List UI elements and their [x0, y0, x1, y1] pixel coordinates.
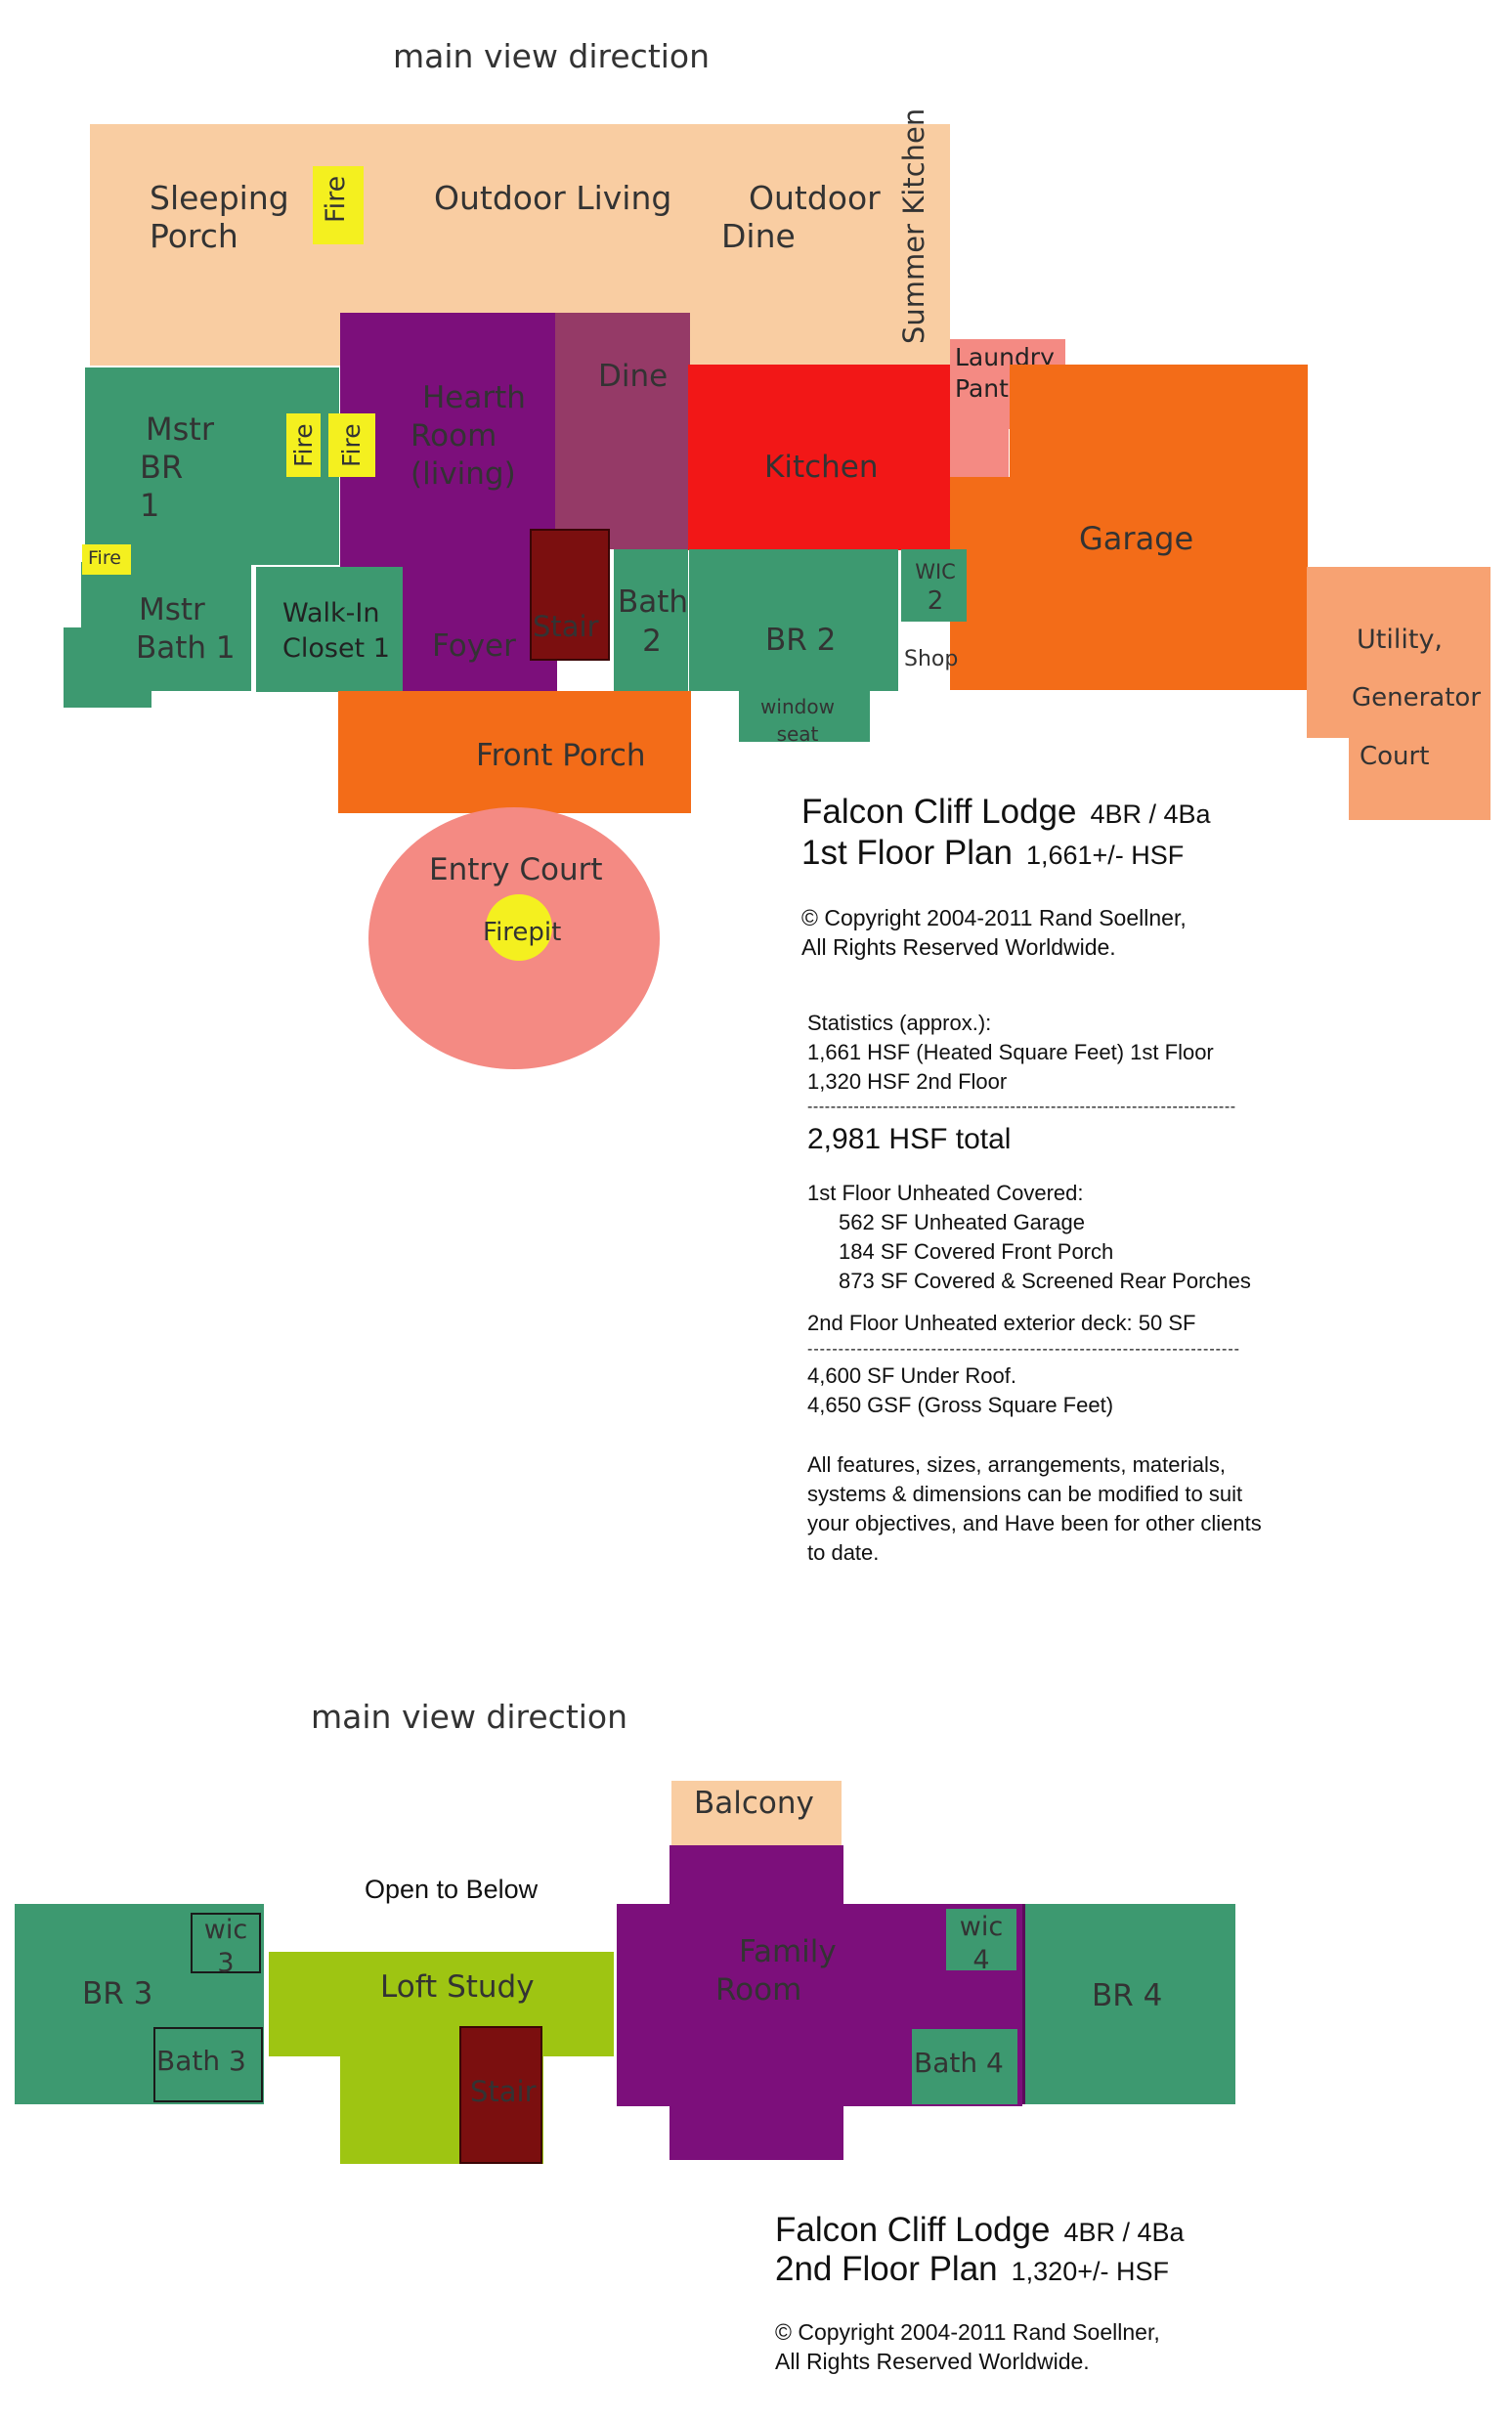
bedroom-4 [1022, 1904, 1235, 2104]
bath-3-label: Bath 3 [156, 2045, 246, 2077]
fireplace-br-2 [328, 413, 375, 477]
loft-study-label: Loft Study [380, 1969, 535, 2005]
family-room-upper [670, 1845, 843, 2160]
bedroom-3 [15, 1904, 264, 2104]
fire-porch-label: Fire [321, 175, 351, 223]
floor1-copyright: © Copyright 2004-2011 Rand Soellner,All … [801, 905, 1187, 960]
entry-court-label: Entry Court [429, 852, 603, 887]
stair-2-label: Stair [470, 2075, 537, 2108]
window-seat [739, 691, 870, 742]
foyer-label: Foyer [432, 628, 516, 664]
view-direction-label-2: main view direction [311, 1698, 628, 1736]
walk-in-closet [256, 567, 403, 692]
master-bath-ext [64, 627, 151, 708]
view-direction-label-1: main view direction [393, 37, 711, 75]
laundry-pantry-lower [950, 420, 1009, 477]
utility-court-lower [1349, 738, 1490, 820]
fireplace-br-1 [286, 413, 321, 477]
utility-label: Utility, Generator Court [1352, 625, 1482, 771]
wic-3 [191, 1913, 261, 1973]
stair [530, 529, 610, 661]
summer-kitchen-label: Summer Kitchen [897, 108, 930, 344]
garage [1010, 365, 1308, 690]
front-porch-label: Front Porch [476, 738, 646, 773]
loft-study [269, 1952, 614, 2056]
statistics-block: Statistics (approx.): 1,661 HSF (Heated … [807, 1011, 1262, 1565]
br4-label: BR 4 [1092, 1978, 1163, 2013]
kitchen-label: Kitchen [764, 450, 879, 485]
bath-4-label: Bath 4 [914, 2047, 1004, 2079]
balcony [671, 1781, 842, 1845]
dine [555, 313, 690, 549]
utility-court [1307, 567, 1490, 738]
wic-4 [946, 1909, 1016, 1970]
firepit [486, 894, 552, 961]
fire-small-label: Fire [88, 547, 121, 569]
firepit-label: Firepit [483, 918, 562, 947]
fire-br-label-1: Fire [289, 423, 318, 467]
bath-3 [153, 2027, 263, 2102]
stair-2 [459, 2026, 542, 2164]
dine-label: Dine [598, 359, 669, 394]
br2-label: BR 2 [765, 623, 837, 658]
stair-label: Stair [533, 610, 599, 643]
floor2-copyright: © Copyright 2004-2011 Rand Soellner,All … [775, 2319, 1160, 2374]
shop-label: Shop [904, 647, 959, 671]
front-porch [338, 691, 691, 813]
fire-small [82, 544, 131, 575]
open-to-below-label: Open to Below [365, 1875, 539, 1904]
wic-2 [901, 549, 967, 622]
kitchen [688, 365, 950, 550]
bath-2 [614, 549, 688, 691]
fireplace-porch [313, 166, 364, 244]
outdoor-living-label: Outdoor Living [434, 179, 672, 217]
fire-br-label-2: Fire [337, 423, 366, 467]
bath-4 [912, 2029, 1017, 2104]
garage-label: Garage [1079, 520, 1194, 557]
br3-label: BR 3 [82, 1976, 153, 2011]
balcony-label: Balcony [694, 1786, 814, 1821]
bedroom-2 [689, 549, 898, 691]
